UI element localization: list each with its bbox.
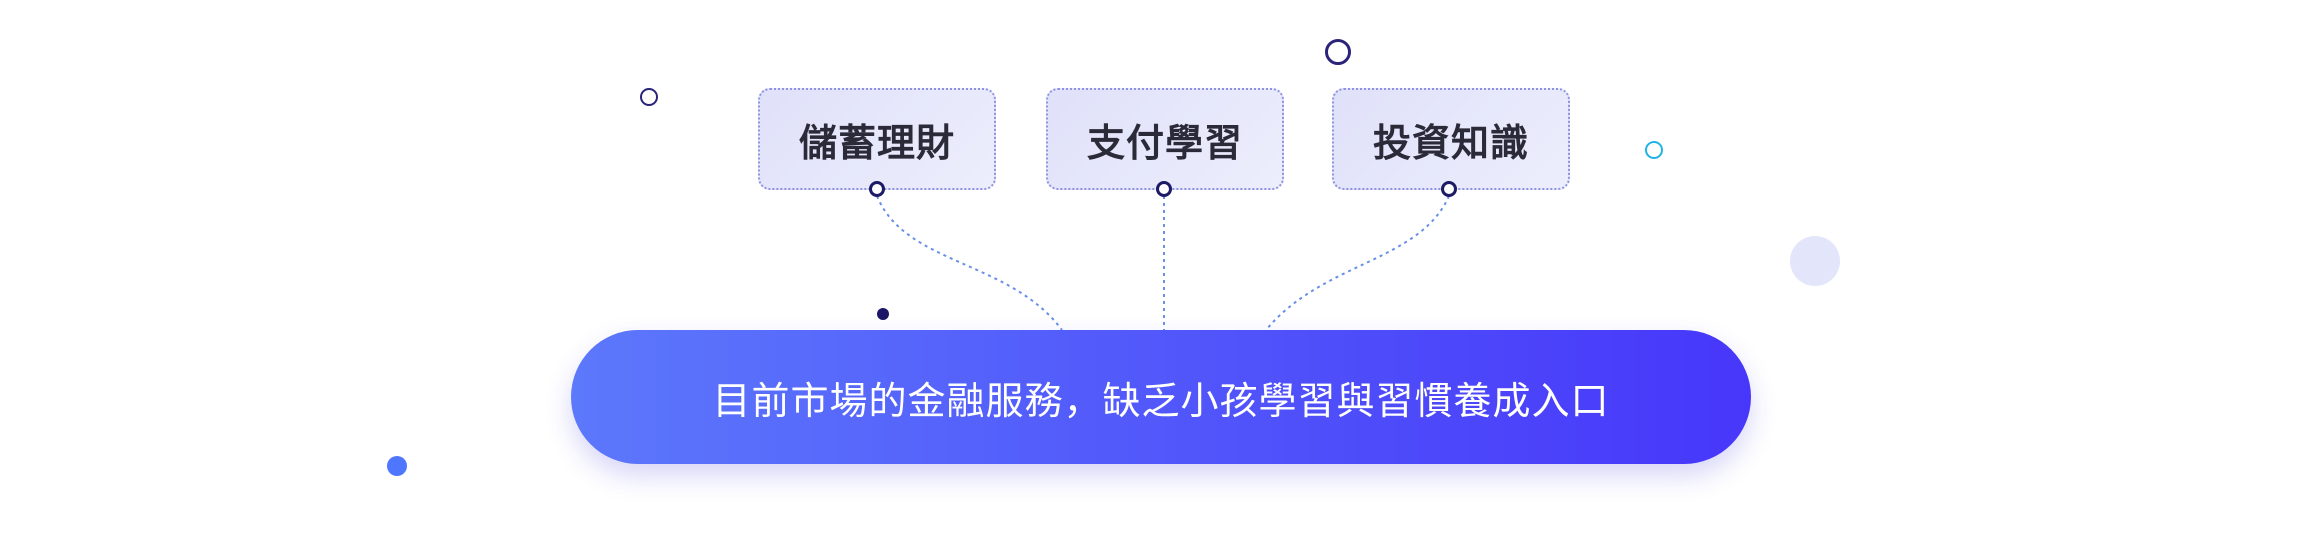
decorative-dot [387,456,407,476]
anchor-dot-payment [1156,181,1172,197]
anchor-dot-savings [869,181,885,197]
anchor-dot-invest [1441,181,1457,197]
problem-banner: 目前市場的金融服務，缺乏小孩學習與習慣養成入口 [571,330,1751,464]
topic-box-invest: 投資知識 [1332,88,1570,190]
topic-label-payment: 支付學習 [1086,120,1243,165]
connector-invest [1265,195,1450,331]
topic-label-invest: 投資知識 [1372,120,1529,165]
decorative-ring [1325,39,1351,65]
topic-label-savings: 儲蓄理財 [798,120,955,165]
decorative-ring [1645,141,1663,159]
topic-box-payment: 支付學習 [1046,88,1284,190]
decorative-ring [640,88,658,106]
decorative-blob [1790,236,1840,286]
connector-savings [876,195,1063,331]
decorative-dot [877,308,889,320]
banner-text: 目前市場的金融服務，缺乏小孩學習與習慣養成入口 [712,378,1610,423]
topic-box-savings: 儲蓄理財 [758,88,996,190]
